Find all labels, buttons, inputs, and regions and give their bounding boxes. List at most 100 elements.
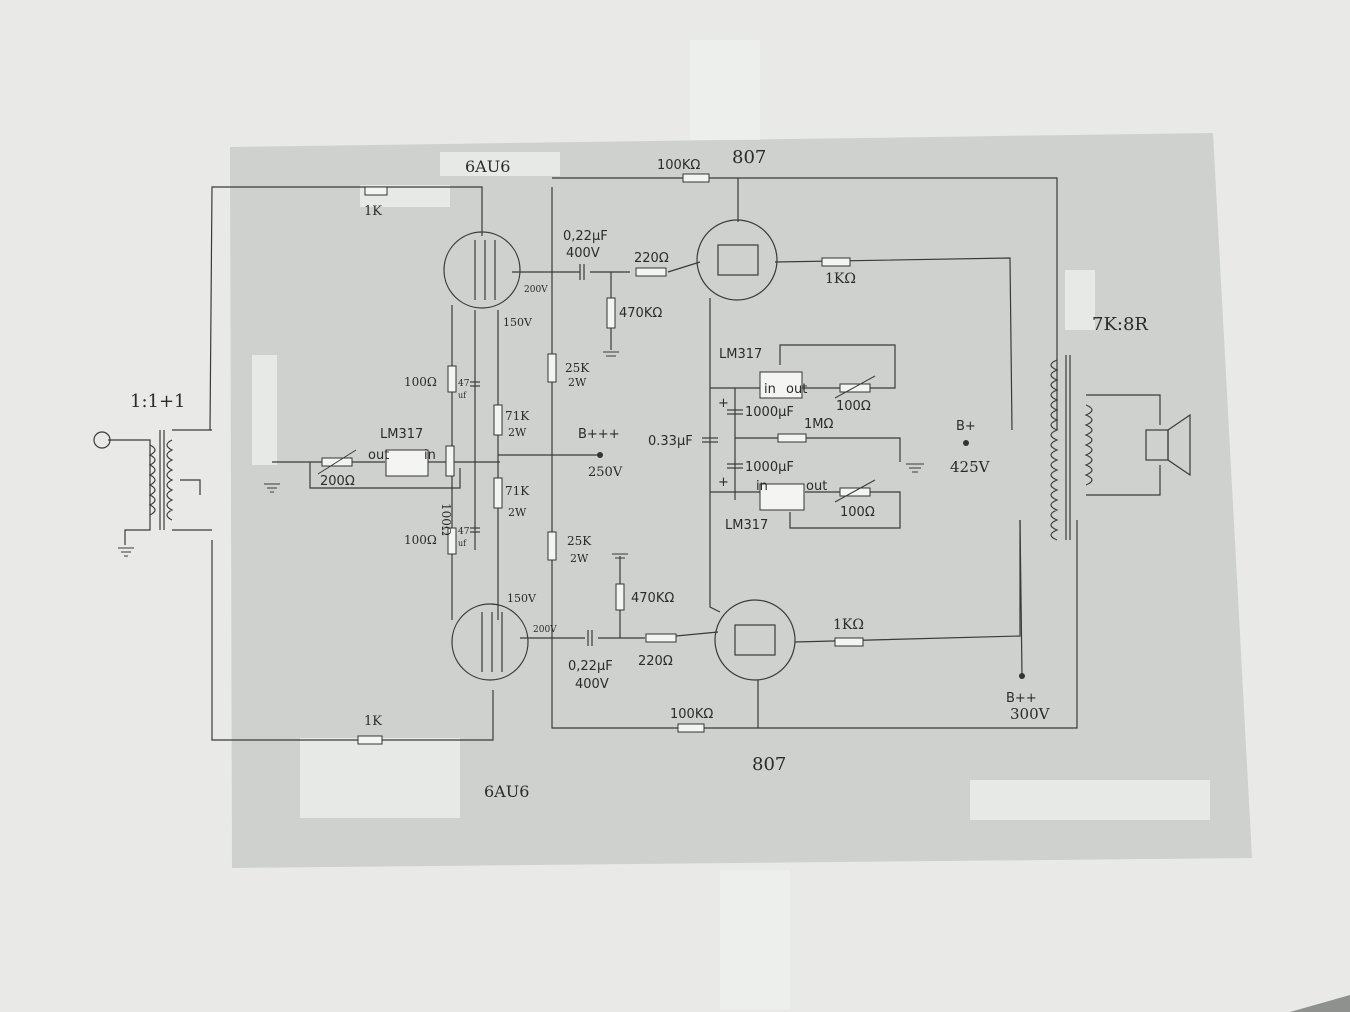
tape-bottom [720,870,790,1010]
label-reg-bottom-out: out [806,479,827,494]
label-plus-top: + [718,396,729,411]
label-lm317-bottom: LM317 [725,518,768,533]
label-screen-top-v: 150V [503,316,533,329]
input-transformer [93,430,174,557]
cap-1000-bottom [727,463,743,469]
cap-coupling-top [579,264,585,280]
label-71k-bottom-power: 2W [508,506,527,519]
resistor-1k-screen-bottom [834,637,864,647]
node-bp [963,440,969,446]
label-100-top: 100Ω [404,375,437,389]
label-bpp: B++ [1006,691,1037,706]
wire-input-top [209,186,483,431]
resistor-1k-bottom [357,735,383,745]
label-bppp-v: 250V [588,465,623,480]
label-cap-bottom: 0,22μF [568,659,613,674]
pot-100-bottom [839,487,871,497]
label-plus-bottom: + [718,475,729,490]
label-screen-bottom-v: 150V [507,592,537,605]
resistor-1k-top [364,186,388,196]
label-input-ratio: 1:1+1 [130,391,186,412]
resistor-100-bottom [447,527,457,555]
wire-secondary-ct [180,479,201,495]
label-1000-bottom: 1000μF [745,460,794,475]
label-470k-top: 470KΩ [619,306,662,321]
label-100k-top: 100KΩ [657,158,700,173]
label-reg-bottom-in: in [756,479,768,494]
label-cap-top-v: 400V [566,246,600,261]
schematic-sheet [230,133,1252,868]
wire-top-feedback [552,177,1058,430]
cap-47-bottom [470,527,480,533]
label-output-ratio: 7K:8R [1092,314,1148,335]
wire-bottom-feedback [758,520,1078,729]
tube-807-bottom [714,599,796,681]
pot-200-arrow [317,449,357,475]
pot-100-driver [445,445,455,477]
label-pot-100-driver: 100Ω [439,503,453,536]
pot-100-top [839,383,871,393]
cap-coupling-bottom [587,630,593,646]
resistor-25k-bottom [547,531,557,561]
tape-left-bottom [300,738,460,818]
label-1m: 1MΩ [804,417,833,432]
label-1000-top: 1000μF [745,405,794,420]
wire-top-grid [667,261,701,273]
resistor-71k-bottom [493,477,503,509]
label-lm317-top: LM317 [719,347,762,362]
lm317-top [759,371,803,399]
cap-033 [702,437,718,443]
resistor-25k-top [547,353,557,383]
resistor-1k-screen-top [821,257,851,267]
resistor-71k-top [493,404,503,436]
wire-input-primary [108,439,151,545]
ground-driver-reg [264,483,280,493]
label-220-bottom: 220Ω [638,654,673,669]
resistor-220-top [635,267,667,277]
wire-bpp-out [1019,519,1023,677]
ground-470k-bottom [612,553,628,559]
label-bp: B+ [956,419,976,434]
label-47-top-unit: uf [458,391,467,400]
label-470k-bottom: 470KΩ [631,591,674,606]
output-transformer [1050,355,1161,541]
label-25k-bottom-power: 2W [570,552,589,565]
label-reg-top-out: out [786,382,807,397]
label-100k-bottom: 100KΩ [670,707,713,722]
node-bppp [597,452,603,458]
tape-top [690,40,760,140]
label-71k-top: 71K [505,409,530,423]
resistor-100k-bottom [677,723,705,733]
label-6au6-top: 6AU6 [465,157,510,176]
label-pot-200: 200Ω [320,474,355,489]
label-reg-top-in: in [764,382,776,397]
label-pot-100-top: 100Ω [836,399,871,414]
tape-label [440,152,560,176]
tape-right-bottom [970,780,1210,820]
cap-1000-top [727,409,743,415]
lm317-driver [385,449,429,477]
label-220-top: 220Ω [634,251,669,266]
pot-100-top-arrow [834,375,876,399]
label-bppp: B+++ [578,427,620,442]
label-cap-bottom-v: 400V [575,677,609,692]
label-71k-top-power: 2W [508,426,527,439]
resistor-470k-top [606,297,616,329]
label-47-bottom-unit: uf [458,539,467,548]
resistor-100k-top [682,173,710,183]
label-plate-top-v: 200V [524,285,548,295]
label-bp-v: 425V [950,458,991,476]
label-lm317-driver: LM317 [380,427,423,442]
resistor-220-bottom [645,633,677,643]
label-1k-screen-top: 1KΩ [825,271,856,287]
label-807-bottom: 807 [752,754,786,775]
label-pot-100-bottom: 100Ω [840,505,875,520]
tube-807-top [696,219,778,301]
resistor-1m [777,433,807,443]
label-47-bottom: 47 [458,527,470,537]
label-bpp-v: 300V [1010,705,1051,723]
resistor-100-top [447,365,457,393]
label-cap-top: 0,22μF [563,229,608,244]
label-driver-out: out [368,448,389,463]
